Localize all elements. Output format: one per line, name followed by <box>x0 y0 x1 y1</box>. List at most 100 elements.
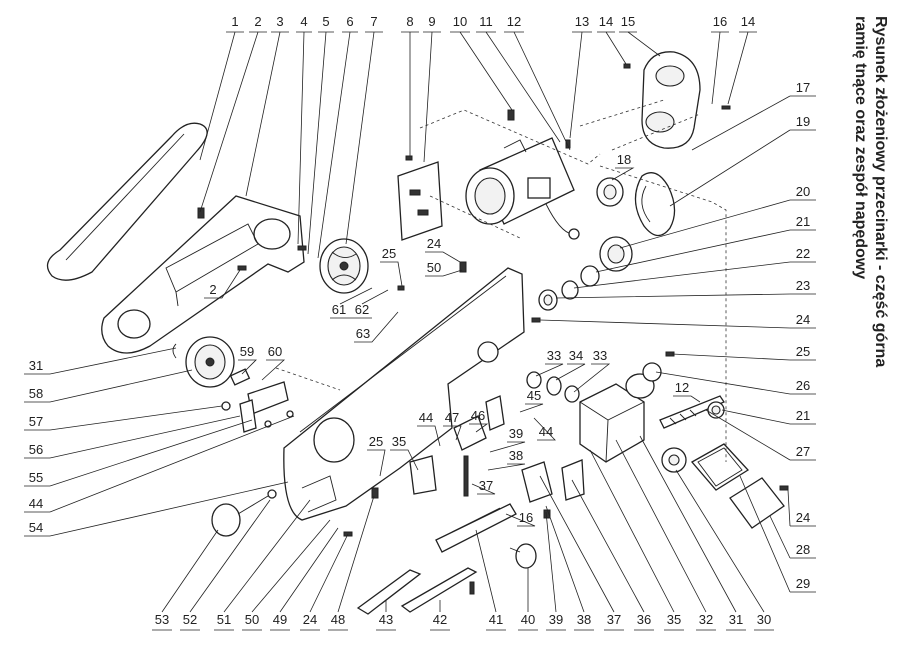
gearbox <box>579 373 655 463</box>
callouts-left: 31 58 57 56 55 44 54 <box>24 347 295 537</box>
callout-37-inner: 37 <box>479 478 493 493</box>
callouts-inner: 2 25 50 24 61 62 63 59 60 18 33 34 33 12… <box>204 152 701 527</box>
callout-44-inner2: 44 <box>539 424 553 439</box>
callout-54: 54 <box>29 520 43 535</box>
callouts-right: 17 19 20 21 22 23 24 25 26 21 27 24 28 2… <box>539 80 816 593</box>
callout-37: 37 <box>607 612 621 627</box>
callout-33: 33 <box>547 348 561 363</box>
callout-21: 21 <box>796 214 810 229</box>
callouts-bottom: 53 52 51 50 49 24 48 43 42 41 40 39 38 3… <box>152 435 774 631</box>
callout-13: 13 <box>575 14 589 29</box>
bearings <box>538 265 600 311</box>
idler-bracket <box>221 368 294 433</box>
callout-27: 27 <box>796 444 810 459</box>
callout-41: 41 <box>489 612 503 627</box>
callout-62: 62 <box>355 302 369 317</box>
callout-2: 2 <box>254 14 261 29</box>
callout-29: 29 <box>796 576 810 591</box>
callout-14b: 14 <box>741 14 755 29</box>
callout-50-inner: 50 <box>427 260 441 275</box>
callout-35: 35 <box>667 612 681 627</box>
callout-34: 34 <box>569 348 583 363</box>
drawing-title: Rysunek złożeniowy przecinarki - część g… <box>852 16 889 367</box>
callout-21b: 21 <box>796 408 810 423</box>
callout-10: 10 <box>453 14 467 29</box>
callout-46: 46 <box>471 408 485 423</box>
callout-63: 63 <box>356 326 370 341</box>
callout-2-inner: 2 <box>209 282 216 297</box>
callout-43: 43 <box>379 612 393 627</box>
title-line-2: ramię tnące oraz zespół napędowy <box>852 16 869 279</box>
parts-artwork <box>46 51 789 615</box>
callout-26: 26 <box>796 378 810 393</box>
callout-9: 9 <box>428 14 435 29</box>
callout-49: 49 <box>273 612 287 627</box>
callout-36: 36 <box>637 612 651 627</box>
callout-56: 56 <box>29 442 43 457</box>
callout-55: 55 <box>29 470 43 485</box>
callout-22: 22 <box>796 246 810 261</box>
callout-28: 28 <box>796 542 810 557</box>
main-arm-frame <box>283 267 525 521</box>
callout-6: 6 <box>346 14 353 29</box>
motor <box>465 137 580 240</box>
callout-25: 25 <box>796 344 810 359</box>
callout-5: 5 <box>322 14 329 29</box>
callout-24c: 24 <box>303 612 317 627</box>
belt-guard <box>641 51 701 149</box>
callout-38-inner: 38 <box>509 448 523 463</box>
callout-25-inner2: 25 <box>369 434 383 449</box>
callout-51: 51 <box>217 612 231 627</box>
worm-shaft <box>659 395 725 429</box>
callout-31-left: 31 <box>29 358 43 373</box>
callout-61: 61 <box>332 302 346 317</box>
callout-57: 57 <box>29 414 43 429</box>
feed-knob <box>509 543 537 569</box>
callout-17: 17 <box>796 80 810 95</box>
fasteners <box>197 63 789 595</box>
callout-38: 38 <box>577 612 591 627</box>
v-belt <box>634 172 676 237</box>
callouts-top: 1 2 3 4 5 6 7 8 9 10 11 12 13 14 15 16 1… <box>199 14 757 259</box>
callout-35-inner: 35 <box>392 434 406 449</box>
callout-18: 18 <box>617 152 631 167</box>
callout-48: 48 <box>331 612 345 627</box>
callout-52: 52 <box>183 612 197 627</box>
callout-16: 16 <box>713 14 727 29</box>
callout-23: 23 <box>796 278 810 293</box>
callout-16-inner: 16 <box>519 510 533 525</box>
callout-39-inner: 39 <box>509 426 523 441</box>
callout-4: 4 <box>300 14 307 29</box>
callout-24: 24 <box>796 312 810 327</box>
tension-knob <box>211 489 277 537</box>
callout-60: 60 <box>268 344 282 359</box>
saw-band <box>46 122 208 281</box>
callout-20: 20 <box>796 184 810 199</box>
callout-44-left: 44 <box>29 496 43 511</box>
idler-wheel <box>172 336 235 388</box>
callout-50: 50 <box>245 612 259 627</box>
callout-47: 47 <box>445 410 459 425</box>
callout-14: 14 <box>599 14 613 29</box>
callout-11: 11 <box>479 14 493 29</box>
angle-profiles <box>356 567 478 615</box>
wheel-cover <box>101 195 305 354</box>
motor-bracket <box>397 161 443 241</box>
pulleys <box>596 177 633 272</box>
assembly-guides <box>275 99 727 462</box>
callout-3: 3 <box>276 14 283 29</box>
callout-12-inner: 12 <box>675 380 689 395</box>
callout-32: 32 <box>699 612 713 627</box>
callout-44-inner: 44 <box>419 410 433 425</box>
callout-31: 31 <box>729 612 743 627</box>
cover-plates <box>690 443 785 529</box>
title-line-1: Rysunek złożeniowy przecinarki - część g… <box>872 16 889 367</box>
callout-39: 39 <box>549 612 563 627</box>
callout-59: 59 <box>240 344 254 359</box>
vise-clamps <box>409 395 585 503</box>
callout-40: 40 <box>521 612 535 627</box>
callout-15: 15 <box>621 14 635 29</box>
callout-25-inner: 25 <box>382 246 396 261</box>
drive-wheel <box>319 238 369 294</box>
callout-12: 12 <box>507 14 521 29</box>
